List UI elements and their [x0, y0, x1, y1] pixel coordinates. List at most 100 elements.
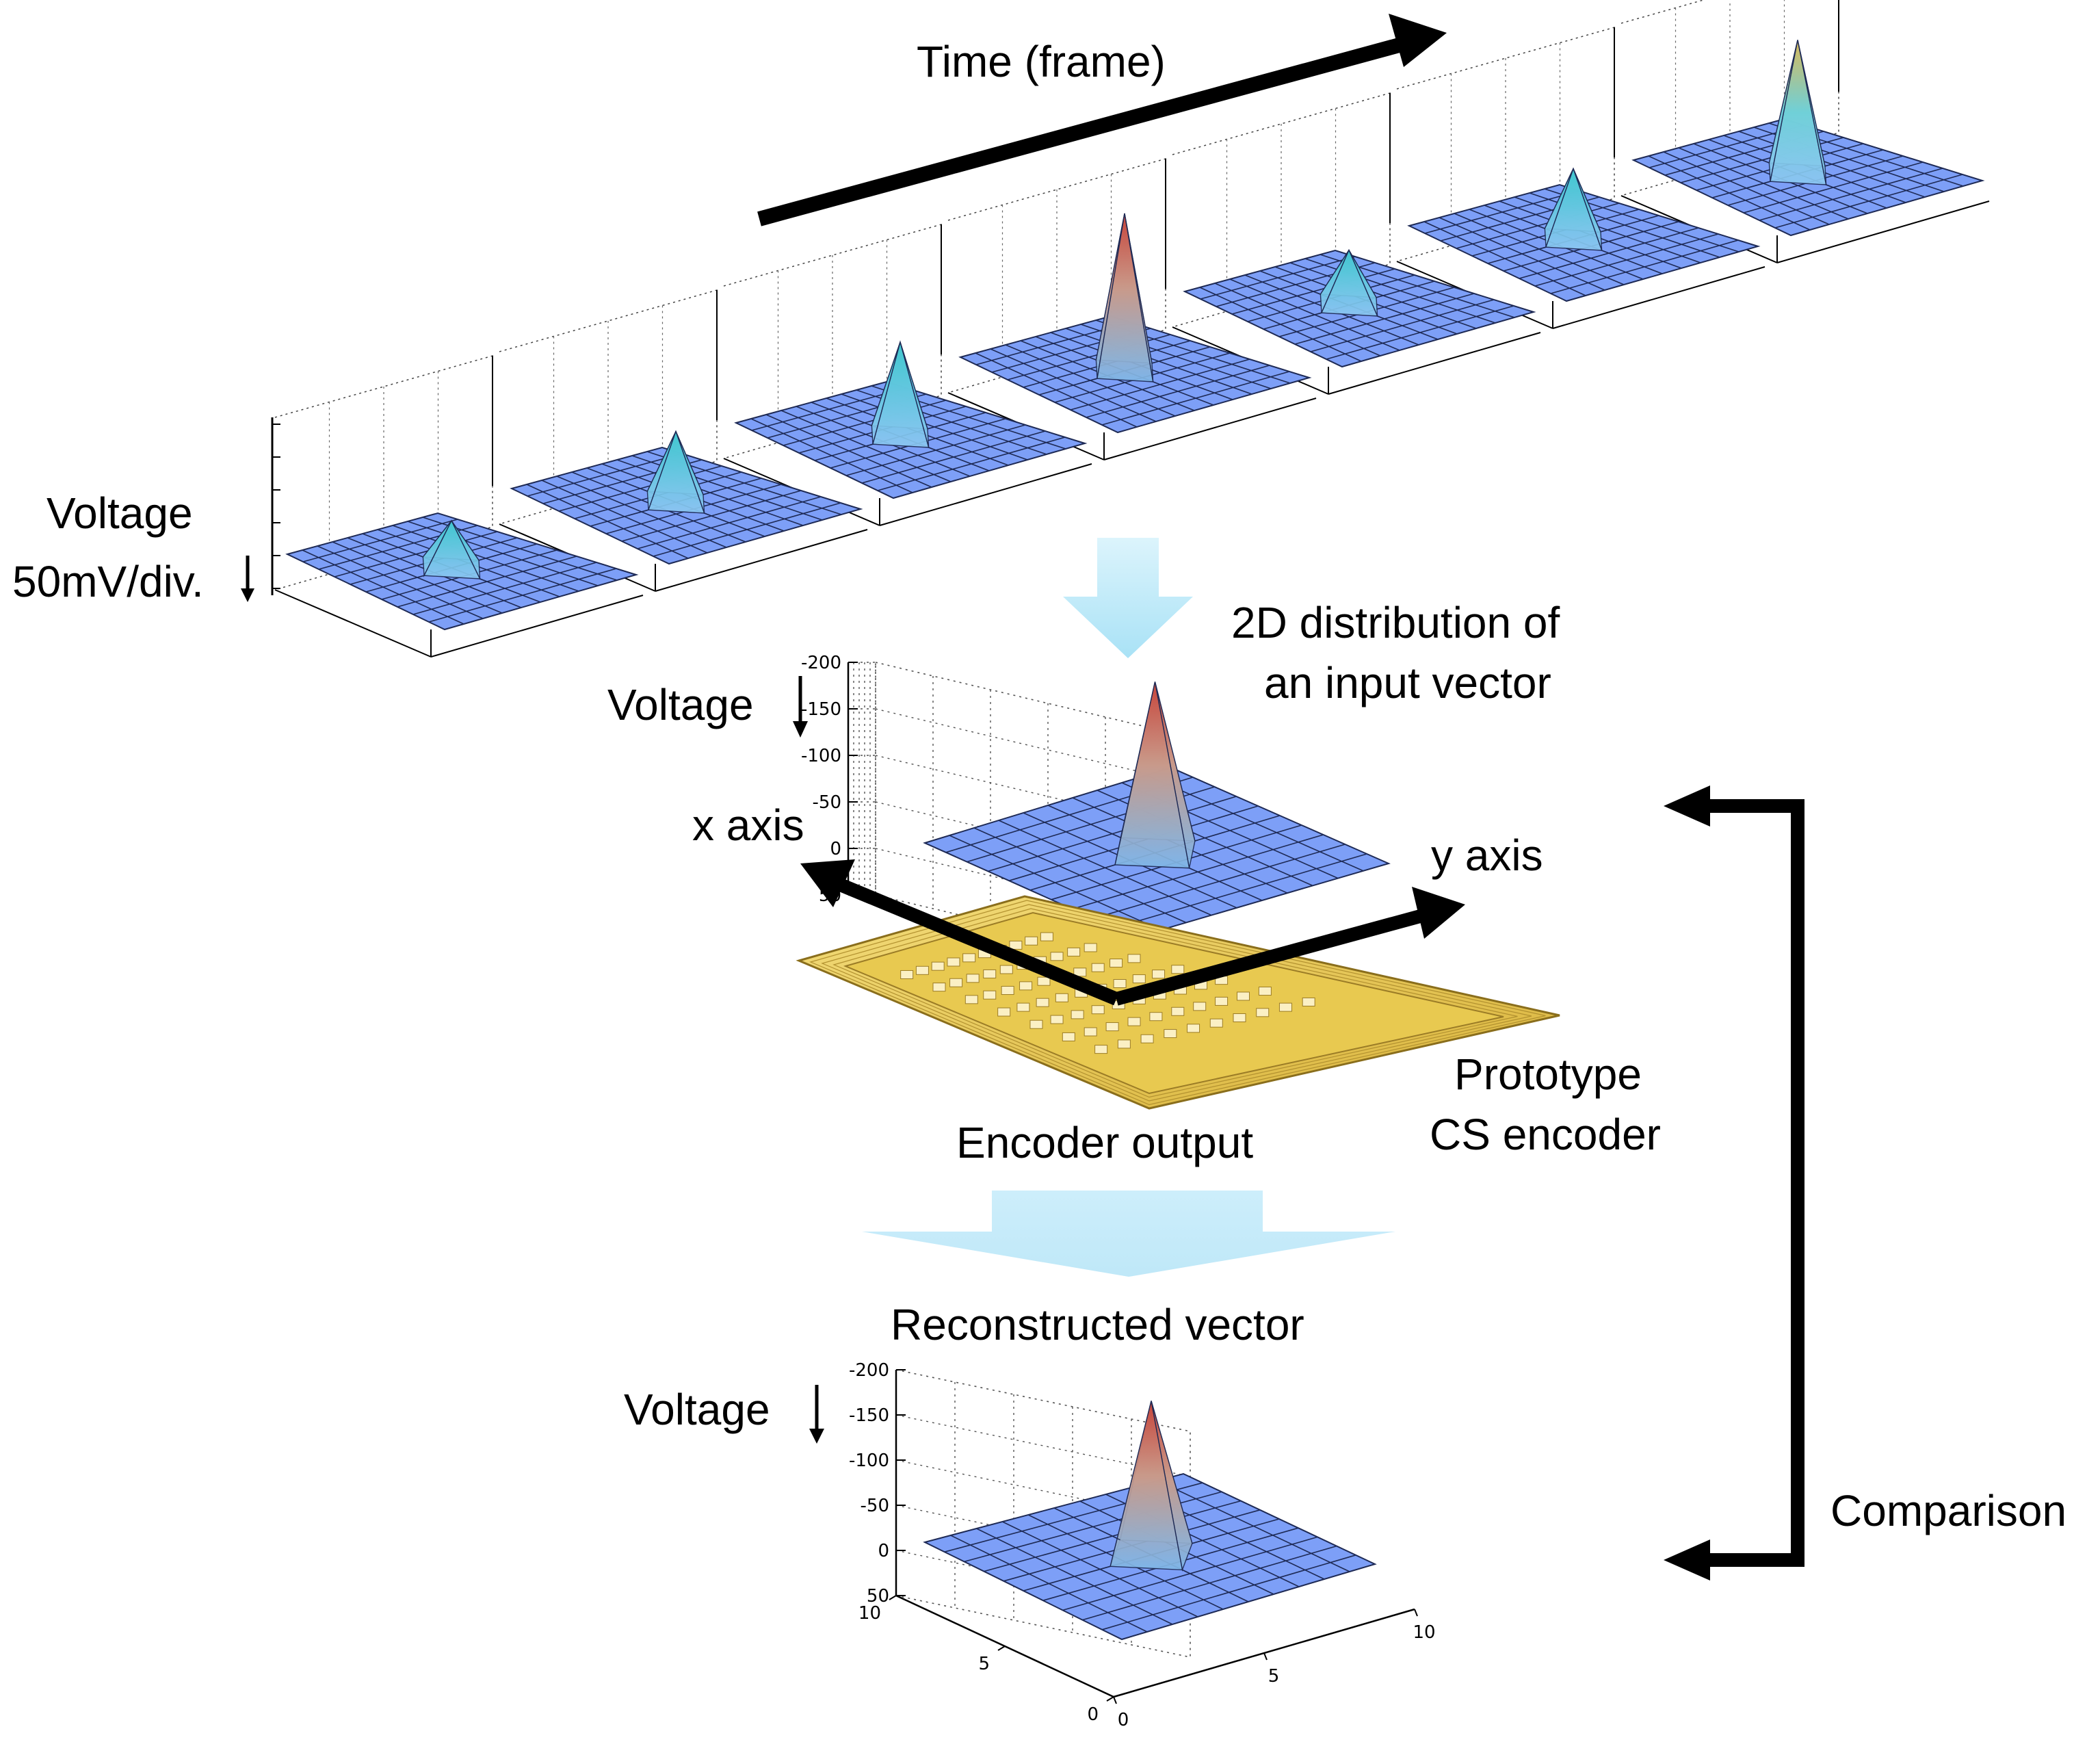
surface-gridline — [1093, 844, 1346, 920]
chip-pad — [1071, 1010, 1084, 1019]
time-label: Time (frame) — [917, 37, 1166, 86]
surface-peak-skirt — [1300, 312, 1322, 320]
z-axis-tick-label: -150 — [801, 699, 841, 720]
y-floor-tick — [1263, 1652, 1268, 1661]
axis-gridline — [875, 708, 1164, 778]
surface-gridline — [637, 496, 822, 549]
chip-pad — [1110, 959, 1123, 968]
surface-peak-skirt — [1094, 825, 1121, 838]
surface-peak-skirt — [401, 548, 423, 558]
chip-pad — [1091, 963, 1105, 972]
chip-pad — [1084, 1027, 1097, 1037]
y-floor-tick — [1414, 1609, 1418, 1617]
chip-pad — [1055, 993, 1068, 1002]
chip-pad — [1127, 1017, 1141, 1026]
chip-pad — [1278, 1002, 1292, 1012]
frame-axes-edge — [879, 463, 1092, 526]
reconstructed-label: Reconstructed vector — [891, 1300, 1304, 1349]
chip-pad — [999, 965, 1013, 974]
axis-gridline — [895, 1459, 1191, 1522]
surface-peak-facet — [1320, 248, 1378, 317]
frame-surface — [285, 512, 639, 631]
chip-pad — [947, 957, 960, 967]
chip-pad — [1171, 965, 1185, 974]
chip-pad — [1302, 997, 1315, 1006]
surface-peak-skirt — [1377, 315, 1400, 325]
chip-pad — [1062, 1032, 1075, 1041]
chip-pad — [1258, 987, 1272, 996]
chip-pad — [1171, 1006, 1185, 1016]
surface-peak-skirt — [928, 447, 951, 456]
axis-gridline — [895, 1505, 1191, 1568]
surface-peak-facet — [1097, 213, 1154, 382]
frame-axes-edge — [655, 529, 868, 592]
surface-peak-skirt — [703, 488, 724, 495]
prototype-label-line1: Prototype — [1454, 1050, 1642, 1099]
x-axis-label: x axis — [692, 801, 804, 850]
voltage-down-arrow-top — [241, 556, 254, 602]
surface-peak-skirt — [1523, 220, 1545, 229]
surface-peak-skirt — [1601, 250, 1624, 259]
surface-peak-facet — [1545, 167, 1603, 251]
chip-pad — [1067, 947, 1081, 957]
surface-gridline — [1114, 853, 1367, 928]
chip-pad — [1113, 979, 1127, 989]
y-floor-tick-label: 0 — [1118, 1710, 1129, 1730]
frame-axes-edge — [1328, 332, 1541, 395]
z-axis-tick-label: 0 — [878, 1541, 889, 1561]
x-floor-tick-label: 10 — [858, 1603, 881, 1624]
chip-pad — [1256, 1008, 1270, 1017]
chip-pad — [1094, 1045, 1108, 1054]
chip-pad — [1215, 996, 1229, 1006]
reconstructed-vector-surface — [923, 1401, 1377, 1641]
frame-axes-edge — [1776, 200, 1990, 263]
surface-peak-skirt — [1525, 246, 1547, 254]
z-axis-tick-label: 0 — [830, 839, 841, 859]
x-floor-tick — [997, 1646, 1006, 1651]
chip-pad — [1152, 970, 1166, 979]
chip-ring — [809, 900, 1546, 1106]
surface-peak-skirt — [1826, 184, 1848, 194]
chip-pad — [1233, 1013, 1246, 1023]
surface-peak-skirt — [625, 482, 648, 492]
chip-pad — [1117, 1039, 1131, 1049]
x-floor-tick — [889, 1595, 897, 1600]
frame-axes-edge — [274, 589, 432, 658]
frame-surface — [1407, 167, 1761, 302]
chip-pad — [931, 961, 945, 971]
z-axis-tick-label: -100 — [849, 1451, 889, 1471]
comparison-label: Comparison — [1830, 1486, 2066, 1535]
surface-peak-skirt — [403, 575, 425, 582]
surface-peak-skirt — [1076, 378, 1098, 385]
surface-gridline — [1759, 168, 1943, 221]
surface-peak-facet — [872, 340, 930, 448]
chip-pad — [1127, 954, 1141, 963]
frame-surface — [510, 430, 863, 565]
voltage-label-top: Voltage — [47, 489, 193, 538]
down-arrow-light-top — [1063, 538, 1193, 658]
surface-peak-skirt — [704, 512, 726, 522]
z-axis-tick-label: -200 — [801, 653, 841, 673]
chip-pad — [1037, 976, 1051, 986]
chip-pad — [1193, 1002, 1207, 1011]
x-floor-tick-label: 0 — [1087, 1704, 1099, 1725]
surface-peak-facet — [1770, 40, 1827, 185]
y-floor-tick — [1113, 1696, 1117, 1704]
surface-peak-skirt — [1153, 381, 1175, 391]
frame-axes-edge — [1552, 266, 1766, 329]
surface-gridline — [1550, 239, 1739, 294]
y-floor-tick-label: 10 — [1413, 1622, 1435, 1643]
chip-pad — [1019, 981, 1033, 991]
surface-peak-skirt — [1192, 1534, 1223, 1544]
chip-pad — [1050, 1015, 1064, 1024]
surface-peak-skirt — [927, 422, 949, 430]
surface-peak-skirt — [1074, 351, 1097, 361]
frame-surface — [958, 213, 1312, 434]
surface-gridline — [1101, 1555, 1356, 1630]
surface-peak-skirt — [1747, 154, 1770, 164]
z-axis-tick-label: -150 — [849, 1405, 889, 1426]
voltage-label-mid: Voltage — [607, 680, 754, 729]
chip-pad — [1036, 998, 1049, 1007]
